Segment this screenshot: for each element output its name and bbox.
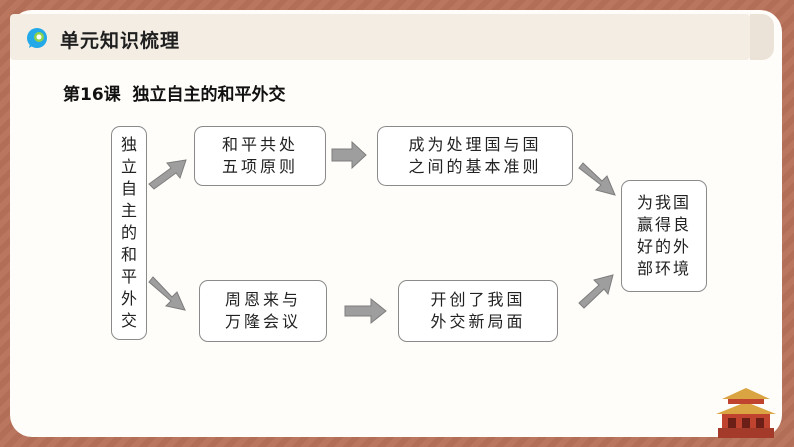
box-result: 为我国 赢得良 好的外 部环境: [621, 180, 707, 292]
arrow-upper-horizontal: [331, 140, 367, 170]
box-root: 独 立 自 主 的 和 平 外 交: [111, 126, 147, 340]
arrow-lower-horizontal: [344, 297, 387, 325]
header-band: [10, 14, 750, 60]
box-upper-left-text: 和平共处 五项原则: [221, 135, 298, 176]
speech-bubble-logo-icon: [27, 28, 47, 48]
box-lower-right-text: 开创了我国 外交新局面: [430, 290, 526, 331]
chinese-palace-gate-icon: [716, 388, 776, 438]
box-root-text: 独 立 自 主 的 和 平 外 交: [120, 135, 137, 330]
box-result-text: 为我国 赢得良 好的外 部环境: [636, 193, 691, 278]
arrow-root-to-upper: [148, 159, 187, 190]
box-lower-left-text: 周恩来与 万隆会议: [224, 290, 301, 331]
box-lower-left: 周恩来与 万隆会议: [199, 280, 327, 342]
arrow-lower-to-result: [578, 274, 614, 309]
arrow-root-to-lower: [148, 276, 186, 311]
box-upper-left: 和平共处 五项原则: [194, 126, 326, 186]
lesson-title: 第16课 独立自主的和平外交: [63, 85, 286, 105]
box-upper-right-text: 成为处理国与国 之间的基本准则: [408, 135, 542, 176]
header-band-end: [750, 14, 774, 60]
header-title: 单元知识梳理: [60, 30, 181, 52]
box-lower-right: 开创了我国 外交新局面: [398, 280, 558, 342]
arrow-upper-to-result: [578, 162, 616, 196]
box-upper-right: 成为处理国与国 之间的基本准则: [377, 126, 573, 186]
